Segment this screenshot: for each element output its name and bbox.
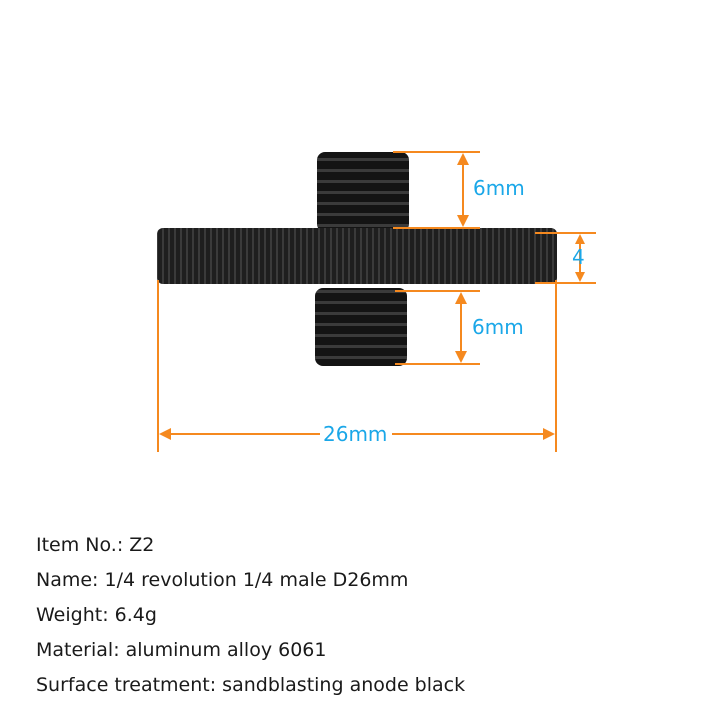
spec-material: Material: aluminum alloy 6061 — [36, 639, 327, 661]
diameter-label: 26mm — [323, 422, 388, 446]
top-thread — [317, 152, 409, 232]
product-diagram: 6mm 4 6mm 26mm — [157, 151, 596, 452]
spec-name: Name: 1/4 revolution 1/4 male D26mm — [36, 569, 409, 591]
screw-adapter-illustration — [157, 151, 596, 452]
disc-thickness-label: 4 — [572, 245, 585, 269]
bottom-thread — [315, 288, 407, 366]
spec-weight: Weight: 6.4g — [36, 604, 157, 626]
knurled-disc — [157, 228, 557, 284]
spec-surface-treatment: Surface treatment: sandblasting anode bl… — [36, 674, 466, 696]
top-thread-height-label: 6mm — [473, 176, 525, 200]
bottom-thread-height-label: 6mm — [472, 315, 524, 339]
spec-list: Item No.: Z2 Name: 1/4 revolution 1/4 ma… — [36, 528, 465, 703]
spec-item-number: Item No.: Z2 — [36, 534, 155, 556]
